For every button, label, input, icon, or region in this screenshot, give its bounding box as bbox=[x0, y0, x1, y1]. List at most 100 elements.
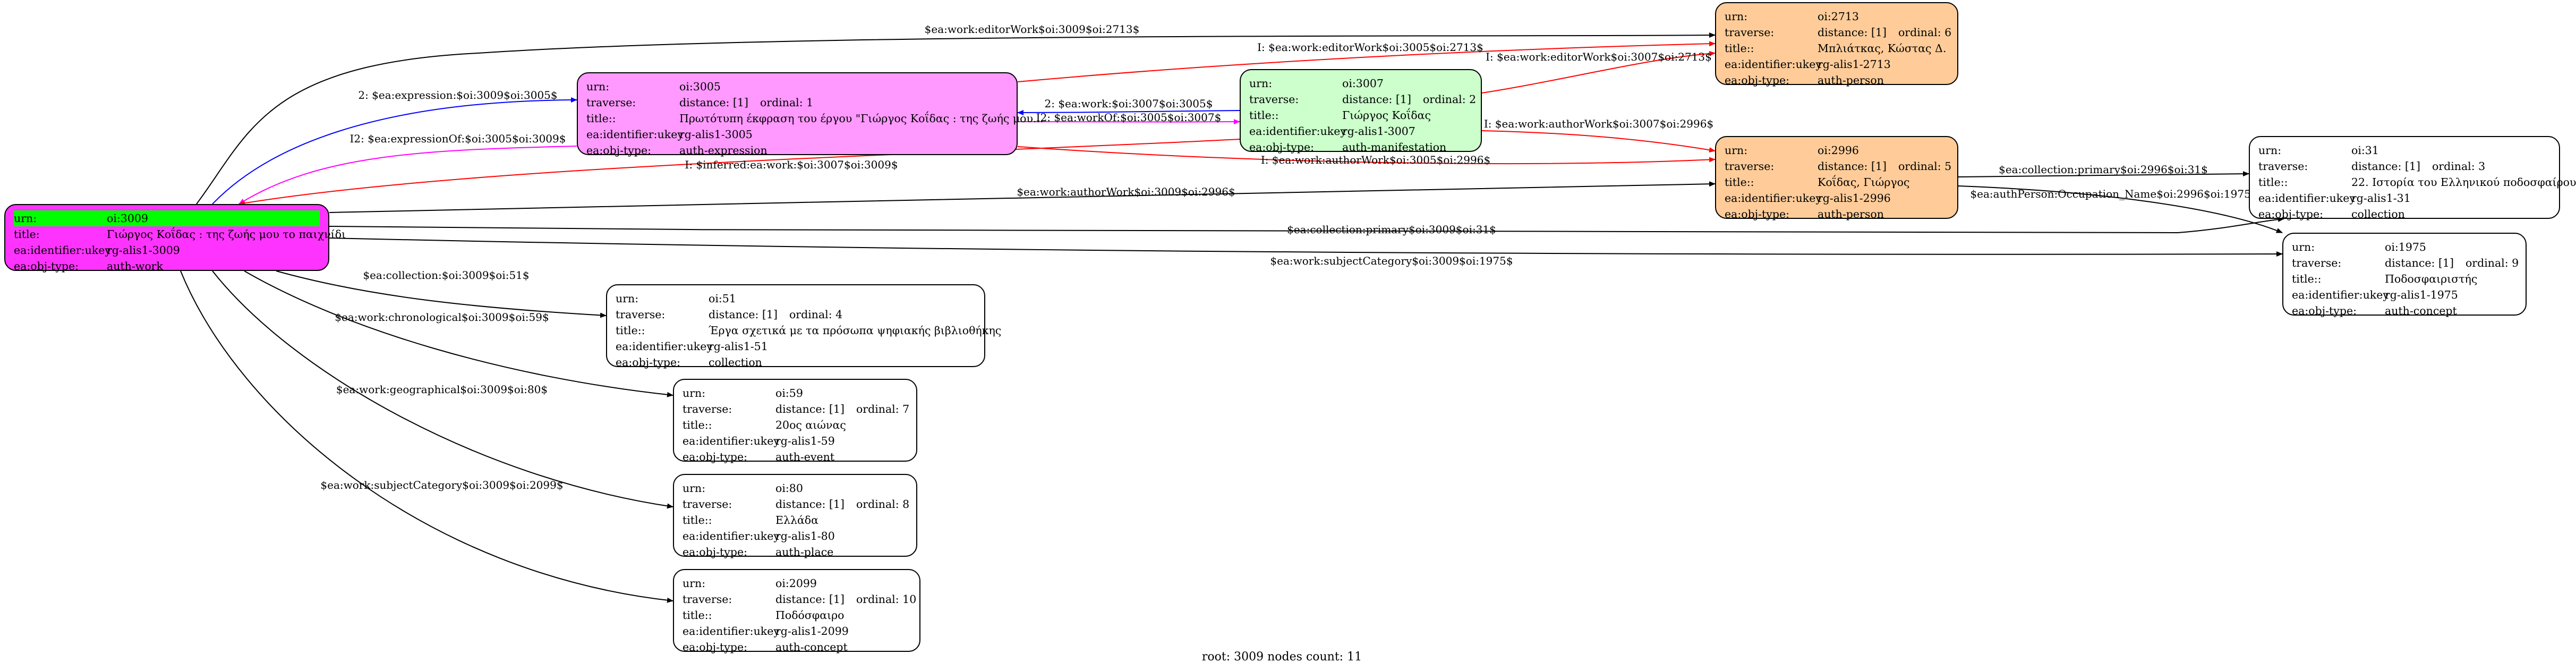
field-value: Ποδοσφαιριστής bbox=[2385, 273, 2478, 285]
field-key: urn: bbox=[1725, 144, 1748, 157]
node-field: urn:oi:1975 bbox=[2292, 239, 2517, 255]
field-value: rg-alis1-1975 bbox=[2385, 288, 2458, 301]
edge-label: I: $ea:work:editorWork$oi:3007$oi:2713$ bbox=[1486, 50, 1712, 63]
field-key: title:: bbox=[616, 324, 645, 337]
graph-footer: root: 3009 nodes count: 11 bbox=[1201, 650, 1362, 664]
edge: I: $ea:work:editorWork$oi:3005$oi:2713$ bbox=[1017, 41, 1716, 82]
field-value: auth-concept bbox=[775, 641, 848, 653]
edge-line bbox=[180, 270, 673, 603]
edge-line bbox=[1958, 185, 2283, 233]
node-field: title::Ελλάδα bbox=[683, 512, 908, 528]
edge: I2: $ea:expressionOf:$oi:3005$oi:3009$ bbox=[238, 132, 577, 205]
node-field: ea:obj-type:auth-person bbox=[1725, 206, 1949, 222]
edge-label: $ea:work:editorWork$oi:3009$oi:2713$ bbox=[925, 23, 1140, 36]
edge: $ea:work:authorWork$oi:3009$oi:2996$ bbox=[329, 181, 1716, 213]
field-value: distance: [1] bbox=[1818, 26, 1887, 39]
node-field: urn: oi:2996 bbox=[1725, 142, 1949, 158]
edge-line bbox=[238, 146, 577, 205]
field-value: distance: [1] bbox=[709, 308, 778, 321]
field-value: Κοΐδας, Γιώργος bbox=[1818, 176, 1910, 189]
edge-label: I: $ea:work:editorWork$oi:3005$oi:2713$ bbox=[1257, 41, 1483, 54]
field-key: title:: bbox=[683, 419, 712, 431]
field-key: ea:obj-type: bbox=[683, 451, 747, 463]
field-key: traverse: bbox=[1725, 26, 1775, 39]
field-value: auth-place bbox=[775, 546, 834, 558]
field-value: auth-work bbox=[107, 260, 163, 273]
edge-line bbox=[329, 181, 1716, 213]
node-field: traverse: distance: [1] ordinal: 4 bbox=[616, 307, 976, 322]
field-value: oi:2996 bbox=[1818, 144, 1859, 157]
edge-line bbox=[1481, 130, 1716, 153]
edge-label: $ea:work:chronological$oi:3009$oi:59$ bbox=[335, 311, 549, 324]
field-value: Μπλιάτκας, Κώστας Δ. bbox=[1818, 42, 1947, 55]
edge-line bbox=[238, 139, 1240, 206]
field-value: distance: [1] bbox=[1342, 93, 1411, 106]
edge: $ea:collection:primary$oi:3009$oi:31$ bbox=[329, 216, 2284, 236]
field-key: title: bbox=[14, 228, 40, 241]
field-ordinal: ordinal: 4 bbox=[789, 308, 843, 321]
field-value: rg-alis1-59 bbox=[775, 435, 835, 447]
edge-line bbox=[196, 32, 1716, 205]
node-field: ea:obj-type:auth-place bbox=[683, 544, 908, 560]
field-key: urn: bbox=[586, 80, 610, 93]
edge-label: $ea:authPerson:Occupation_Name$oi:2996$o… bbox=[1970, 188, 2257, 200]
edge-line bbox=[1481, 50, 1716, 94]
field-value: oi:80 bbox=[775, 482, 803, 495]
field-key: urn: bbox=[683, 577, 706, 590]
node-field: urn:oi:59 bbox=[683, 385, 908, 401]
field-value: distance: [1] bbox=[775, 593, 845, 606]
field-key: ea:identifier:ukey bbox=[2292, 288, 2389, 301]
field-value: rg-alis1-31 bbox=[2351, 192, 2411, 205]
field-value: distance: [1] bbox=[775, 403, 845, 415]
edge-label: 2: $ea:expression:$oi:3009$oi:3005$ bbox=[358, 89, 557, 101]
node-field: title::Ποδόσφαιρο bbox=[683, 607, 911, 623]
field-ordinal: ordinal: 2 bbox=[1422, 93, 1477, 106]
field-value: rg-alis1-80 bbox=[775, 530, 835, 542]
node-field: traverse:distance: [1]ordinal: 8 bbox=[683, 496, 909, 512]
field-key: ea:obj-type: bbox=[1249, 141, 1314, 154]
field-value: collection bbox=[2351, 208, 2405, 220]
field-value: oi:3007 bbox=[1342, 77, 1384, 90]
field-ordinal: ordinal: 3 bbox=[2432, 160, 2486, 173]
field-value: Γιώργος Κοΐδας bbox=[1342, 109, 1431, 122]
field-key: title:: bbox=[2258, 176, 2288, 189]
field-value: distance: [1] bbox=[2351, 160, 2420, 173]
edge-line bbox=[212, 270, 673, 509]
node-field: traverse: distance: [1] ordinal: 6 bbox=[1725, 24, 1952, 40]
node-field: ea:obj-type:auth-event bbox=[683, 449, 908, 465]
field-key: title:: bbox=[683, 514, 712, 526]
field-ordinal: ordinal: 1 bbox=[760, 96, 814, 109]
node-field: urn:oi:3007 bbox=[1249, 75, 1472, 91]
edge-label: I2: $ea:expressionOf:$oi:3005$oi:3009$ bbox=[350, 132, 566, 145]
node-field: traverse:distance: [1]ordinal: 9 bbox=[2292, 255, 2519, 271]
field-ordinal: ordinal: 6 bbox=[1898, 26, 1952, 39]
field-value: oi:3009 bbox=[107, 212, 148, 225]
edge: 2: $ea:work:$oi:3007$oi:3005$ bbox=[1017, 97, 1240, 115]
field-key: ea:obj-type: bbox=[1725, 208, 1789, 220]
field-key: title:: bbox=[1725, 42, 1754, 55]
field-key: urn: bbox=[683, 482, 706, 495]
edge: I2: $ea:workOf:$oi:3005$oi:3007$ bbox=[1017, 111, 1240, 125]
node-field: urn:oi:2713 bbox=[1725, 9, 1949, 24]
edge-label: $ea:work:subjectCategory$oi:3009$oi:2099… bbox=[320, 479, 563, 491]
field-key: traverse: bbox=[616, 308, 666, 321]
field-value: collection bbox=[709, 356, 762, 369]
edge-label: 2: $ea:work:$oi:3007$oi:3005$ bbox=[1045, 97, 1213, 110]
field-key: ea:obj-type: bbox=[683, 641, 747, 653]
field-key: ea:identifier:ukey bbox=[683, 530, 780, 542]
field-key: ea:identifier:ukey bbox=[683, 435, 780, 447]
field-value: auth-concept bbox=[2385, 304, 2457, 317]
field-key: ea:obj-type: bbox=[616, 356, 680, 369]
node-2713: urn:oi:2713 traverse: distance: [1] ordinal… bbox=[1715, 2, 1958, 87]
field-key: urn: bbox=[1725, 10, 1748, 23]
field-value: rg-alis1-2996 bbox=[1818, 192, 1891, 205]
edge-label: I: $inferred:ea:work:$oi:3007$oi:3009$ bbox=[685, 158, 898, 171]
